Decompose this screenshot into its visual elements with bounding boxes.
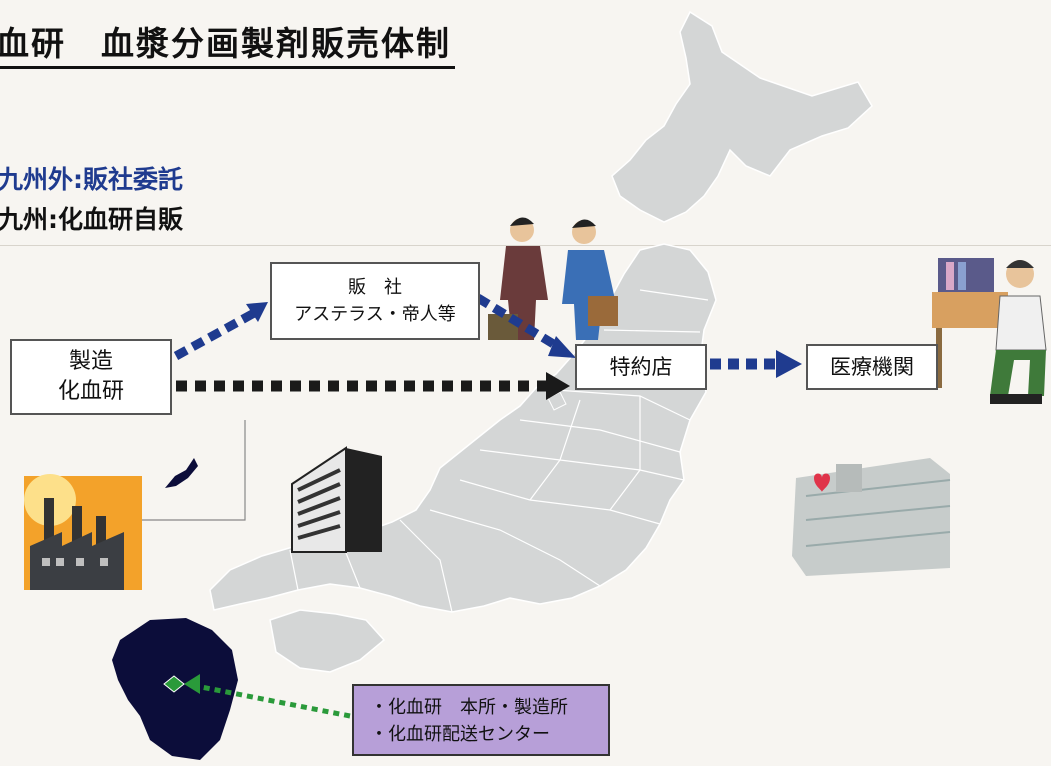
arrow-kyushu-location bbox=[163, 674, 351, 719]
legend-inside-kyushu: 九州:化血研自販 bbox=[0, 205, 183, 234]
header-divider bbox=[0, 245, 1051, 246]
arrow-maker-to-tokuyaku bbox=[176, 372, 570, 400]
kyushu-facility-line2: ・化血研配送センター bbox=[370, 724, 550, 745]
node-maker: 製造 化血研 bbox=[10, 339, 172, 415]
shikoku-region bbox=[269, 609, 386, 673]
doctor-illustration bbox=[932, 258, 1047, 404]
okinawa-island bbox=[165, 458, 198, 488]
hokkaido-region bbox=[611, 10, 873, 223]
node-hansha-line2: アステラス・帝人等 bbox=[294, 304, 456, 325]
arrow-maker-to-hansha bbox=[173, 302, 268, 360]
node-hansha-line1: 販 社 bbox=[348, 277, 402, 298]
node-tokuyaku: 特約店 bbox=[575, 344, 707, 390]
node-maker-line1: 製造 bbox=[68, 349, 113, 374]
okinawa-inset-frame bbox=[130, 420, 246, 521]
kyushu-facilities-box: ・化血研 本所・製造所 ・化血研配送センター bbox=[352, 684, 610, 756]
node-iryo: 医療機関 bbox=[806, 344, 938, 390]
node-hansha: 販 社 アステラス・帝人等 bbox=[270, 262, 480, 340]
hospital-building-icon bbox=[792, 458, 951, 576]
factory-icon bbox=[24, 474, 142, 590]
prefecture-borders bbox=[289, 289, 709, 613]
legend-outside-kyushu: 九州外:販社委託 bbox=[0, 165, 183, 194]
node-maker-line2: 化血研 bbox=[57, 379, 124, 404]
businessmen-illustration bbox=[488, 217, 618, 340]
office-building-icon bbox=[291, 446, 382, 553]
page-title: 血研 血漿分画製剤販売体制 bbox=[0, 22, 455, 69]
kyushu-facility-line1: ・化血研 本所・製造所 bbox=[370, 697, 568, 718]
arrow-tokuyaku-to-iryo bbox=[710, 350, 802, 378]
arrow-hansha-to-tokuyaku bbox=[475, 294, 576, 358]
